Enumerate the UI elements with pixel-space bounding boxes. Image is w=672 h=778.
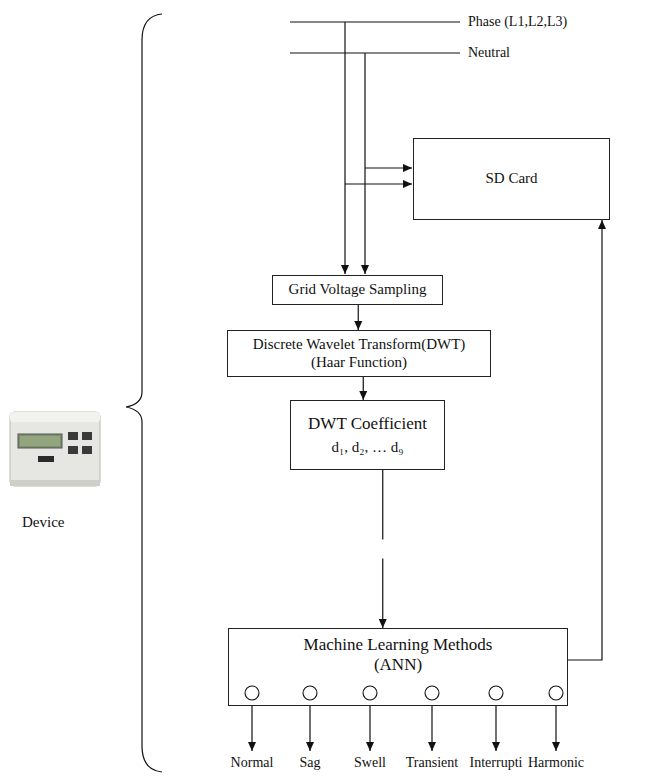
wire-label: Neutral xyxy=(468,45,510,61)
node-text: Discrete Wavelet Transform(DWT) (Haar Fu… xyxy=(234,336,484,371)
device-photo xyxy=(10,412,100,486)
flow-arrow xyxy=(363,377,364,400)
device-caption: Device xyxy=(22,514,64,531)
flow-arrow xyxy=(382,470,383,628)
class-label: Transient xyxy=(406,755,458,771)
node-text: Grid Voltage Sampling xyxy=(289,281,427,298)
node-subtext: d₁, d₂, … d₉ xyxy=(332,439,404,456)
flow-arrow xyxy=(568,220,602,660)
classifier-box: Machine Learning Methods (ANN) xyxy=(228,628,568,706)
grouping-brace xyxy=(126,14,162,772)
class-label: Normal xyxy=(231,755,274,771)
output-arrows xyxy=(252,700,556,751)
process-box: SD Card xyxy=(413,138,610,220)
process-box: Discrete Wavelet Transform(DWT) (Haar Fu… xyxy=(227,330,491,377)
node-text: Machine Learning Methods (ANN) xyxy=(286,635,511,674)
class-label: Harmonic xyxy=(528,755,584,771)
class-label: Sag xyxy=(300,755,321,771)
class-label: Swell xyxy=(354,755,386,771)
process-box: Grid Voltage Sampling xyxy=(272,275,443,305)
process-box: DWT Coefficient d₁, d₂, … d₉ xyxy=(290,400,445,470)
wire-label: Phase (L1,L2,L3) xyxy=(468,14,567,30)
node-text: SD Card xyxy=(485,170,537,187)
class-label: Interrupti xyxy=(470,755,523,771)
node-text: DWT Coefficient xyxy=(308,414,427,434)
flow-arrow xyxy=(358,305,359,330)
